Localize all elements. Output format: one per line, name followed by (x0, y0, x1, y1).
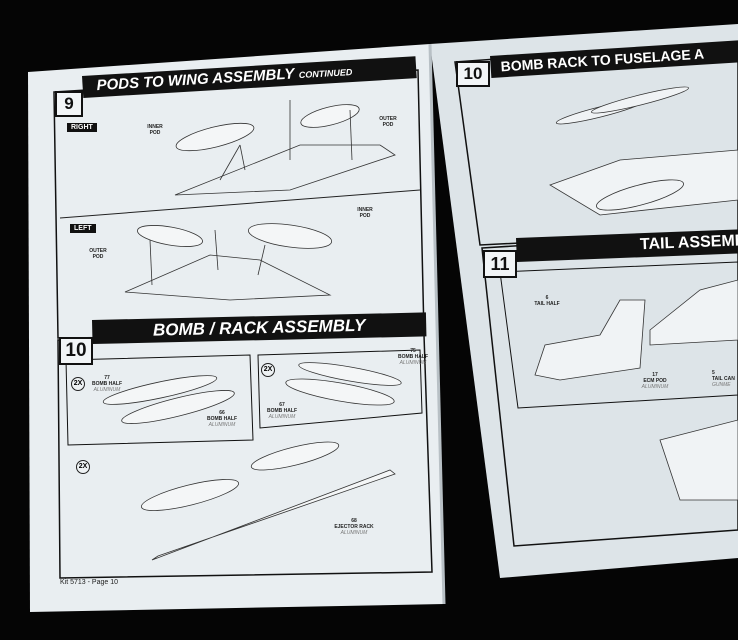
step11-number: 11 (483, 250, 517, 278)
detail-box-1 (65, 354, 254, 446)
right-step10-number: 10 (456, 61, 490, 87)
left-tag: LEFT (70, 224, 96, 233)
quantity-badge-3: 2X (76, 460, 90, 474)
step9-title-suffix: CONTINUED (298, 66, 353, 81)
inner-pod-label-left: INNER POD (357, 207, 373, 219)
step10-title: BOMB / RACK ASSEMBLY (152, 315, 366, 340)
step10-number: 10 (59, 337, 93, 365)
page-fold (428, 43, 446, 605)
divider (59, 189, 421, 219)
detail-box-2 (257, 349, 423, 429)
wing-drawing-left (124, 223, 333, 301)
tail-detail-box (499, 261, 738, 409)
quantity-badge-2: 2X (261, 363, 275, 377)
right-drawings (534, 86, 738, 501)
wing-drawing-right (174, 100, 396, 196)
inner-pod-label-right: INNER POD (147, 124, 163, 136)
outer-pod-label-left: OUTER POD (89, 248, 107, 260)
outer-pod-label-right: OUTER POD (379, 116, 397, 128)
page-footer: Kit 5713 - Page 10 (60, 579, 118, 586)
step9-number: 9 (55, 91, 83, 117)
bomb-drawings (102, 362, 402, 561)
quantity-badge-1: 2X (71, 377, 85, 391)
right-tag: RIGHT (67, 123, 97, 132)
step11-title: TAIL ASSEMB (639, 232, 738, 254)
